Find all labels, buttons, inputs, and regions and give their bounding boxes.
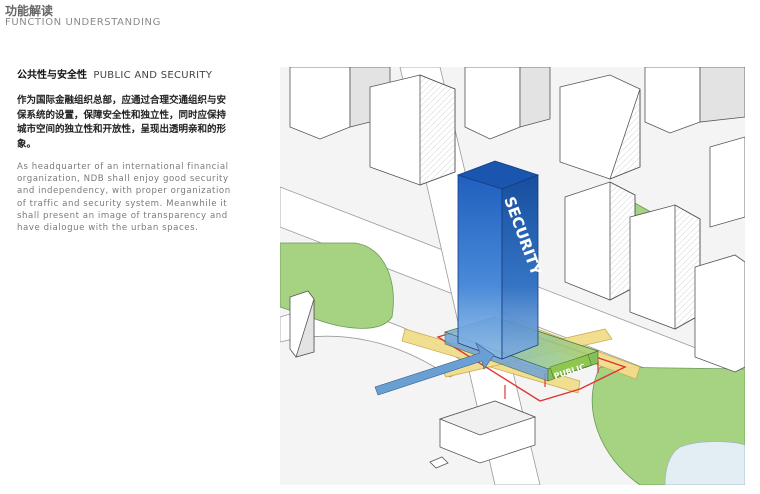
section-heading-cn: 公共性与安全性: [17, 70, 87, 81]
page-title-cn: 功能解读: [5, 4, 54, 18]
water-body: [664, 441, 745, 485]
page-title-en: FUNCTION UNDERSTANDING: [5, 17, 161, 28]
security-tower: [456, 160, 540, 360]
text-section: 公共性与安全性 PUBLIC AND SECURITY 作为国际金融组织总部，应…: [17, 66, 233, 234]
pathway-arrow: [374, 342, 495, 396]
section-heading-en: PUBLIC AND SECURITY: [93, 70, 213, 81]
surrounding-buildings: [289, 67, 745, 469]
section-heading: 公共性与安全性 PUBLIC AND SECURITY: [17, 66, 233, 81]
public-label-bg: [549, 354, 592, 378]
body-text-cn: 作为国际金融组织总部，应通过合理交通组织与安保系统的设置，保障安全性和独立性，同…: [17, 95, 227, 150]
site-axonometric-illustration: SECURITY PUBLIC: [280, 67, 745, 485]
body-text-en: As headquarter of an international finan…: [17, 162, 231, 234]
